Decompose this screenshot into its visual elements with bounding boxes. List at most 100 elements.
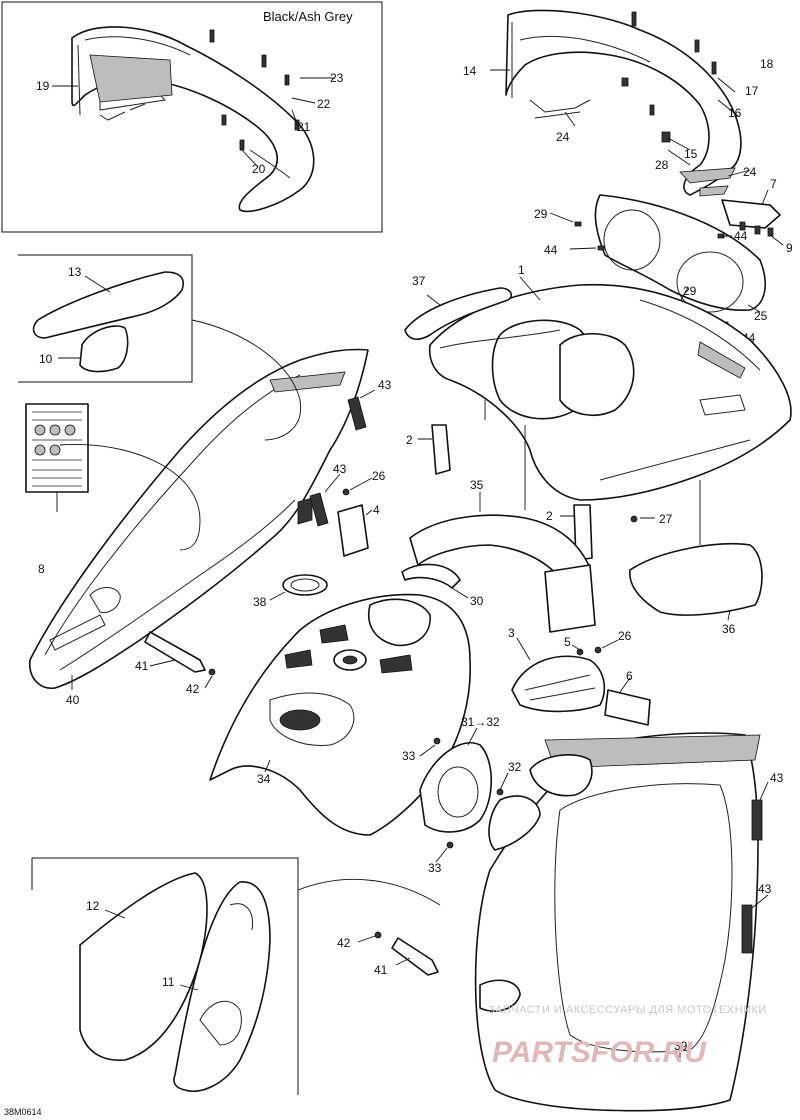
cowl-gauge-opening-right (559, 333, 635, 416)
arrow-label-to-panel (59, 444, 201, 551)
inset-title: Black/Ash Grey (263, 9, 353, 24)
screw-part-33a (433, 737, 441, 745)
ring-part-38-inner (290, 578, 320, 592)
callout-43b: 43 (333, 462, 347, 476)
callout-9: 9 (786, 241, 793, 255)
windshield-bolts (621, 11, 717, 143)
screw-part-27 (630, 515, 638, 523)
right-panel-knob (529, 754, 593, 797)
assembly-arrows (59, 319, 701, 906)
callout-30: 30 (470, 594, 484, 608)
center-panel-leader (264, 759, 271, 773)
callout-20: 20 (252, 162, 266, 176)
arrow-inset-to-right-panel (297, 878, 441, 906)
inset-side-covers-border (31, 857, 299, 1095)
trim-part-37 (404, 287, 512, 340)
right-panel-pocket (479, 979, 521, 1012)
windshield-leaders (490, 69, 751, 177)
center-panel-gauge-seat (368, 598, 431, 647)
screw-part-42a (208, 668, 216, 676)
callout-21: 21 (297, 120, 311, 134)
arrow-inset-to-panel (191, 319, 302, 441)
callout-16: 16 (728, 106, 742, 120)
bezel-cap-part-7 (721, 199, 781, 229)
right-panel-leaders (357, 781, 769, 1060)
ring-trim-parts: 38 30 (253, 563, 484, 609)
strip-43-leaders (324, 389, 376, 493)
callout-6: 6 (626, 669, 633, 683)
inset-clips (99, 103, 291, 179)
center-panel-assembly: 34 (209, 593, 472, 836)
windshield-frame-main: 14 18 17 16 24 15 28 24 (463, 9, 774, 197)
inset-bolts (209, 29, 300, 151)
housing-part-31-ring (437, 766, 479, 818)
callout-8: 8 (38, 562, 45, 576)
callout-11: 11 (162, 975, 175, 989)
windshield-seal-strips (679, 167, 736, 197)
cover-part-11 (173, 881, 271, 1092)
callout-14: 14 (463, 64, 477, 78)
speaker-housing-assembly: 31→32 33 32 33 (402, 715, 522, 875)
figure-code: 38M0614 (4, 1107, 42, 1117)
cover-36-leaders (640, 517, 731, 621)
lock-part-41b (391, 937, 439, 976)
bezel-screws (574, 221, 729, 327)
strips-43-upper: 43 43 (309, 378, 392, 527)
bracket-part-3-detail (524, 674, 596, 701)
callout-43c: 43 (770, 771, 784, 785)
cover-part-36 (629, 542, 763, 616)
cowl-leaders (426, 276, 541, 306)
bracket-4-assembly: 26 4 (337, 469, 386, 557)
inset-side-covers: 12 11 (31, 857, 299, 1095)
light-part-2a (431, 424, 451, 475)
front-cowl-assembly: 1 37 (404, 263, 792, 501)
watermark-line-2: PARTSFOR.RU (492, 1036, 707, 1069)
callout-42b: 42 (337, 936, 351, 950)
strip-part-43d (741, 904, 753, 954)
callout-10: 10 (39, 352, 53, 366)
windshield-brackets (529, 99, 591, 119)
callout-33b: 33 (428, 861, 442, 875)
strip-part-43a (347, 396, 367, 431)
deflector-35-assembly: 35 (409, 478, 596, 633)
callout-17: 17 (745, 84, 759, 98)
callout-19: 19 (36, 79, 50, 93)
inset-mirror-border (18, 254, 193, 383)
center-panel-knob-center (342, 655, 358, 665)
cover-part-11-detail (199, 903, 254, 1046)
windshield-frame-detail (511, 22, 651, 98)
callout-41a: 41 (135, 659, 149, 673)
warning-label-icon-5 (49, 444, 61, 456)
bezel-right-ring (676, 251, 744, 313)
windshield-frame-inset (71, 26, 315, 213)
plate-part-6 (604, 689, 651, 726)
left-panel-strip-upper (297, 497, 313, 525)
bracket-3-assembly: 3 5 26 6 (508, 626, 651, 726)
cover-part-13 (32, 271, 184, 339)
cover-part-10 (79, 325, 129, 373)
callout-13: 13 (68, 265, 82, 279)
ring-part-38 (282, 574, 328, 596)
arrow-verticals (484, 400, 701, 545)
callout-38: 38 (253, 595, 267, 609)
callout-29a: 29 (534, 207, 548, 221)
callout-25: 25 (754, 309, 768, 323)
callout-22: 22 (317, 97, 331, 111)
screw-part-26a (342, 488, 350, 496)
watermark-line-1: ЗАПЧАСТИ И АКСЕССУАРЫ ДЛЯ МОТОТЕХНИКИ (488, 1004, 767, 1016)
left-side-panel (29, 348, 369, 689)
callout-29b: 29 (683, 284, 697, 298)
callout-35: 35 (470, 478, 484, 492)
callout-41b: 41 (374, 963, 388, 977)
callout-5: 5 (564, 635, 571, 649)
bracket-part-4 (337, 504, 369, 557)
warning-label-icon-3 (64, 424, 76, 436)
left-panel-leaders (71, 659, 213, 690)
callout-44b: 44 (734, 229, 748, 243)
inset-side-covers-leaders (104, 909, 199, 991)
bracket-part-3 (511, 655, 606, 713)
warning-label-icon-1 (34, 424, 46, 436)
light-part-2b (573, 504, 593, 561)
callout-44a: 44 (544, 243, 558, 257)
callout-43d: 43 (758, 882, 772, 896)
